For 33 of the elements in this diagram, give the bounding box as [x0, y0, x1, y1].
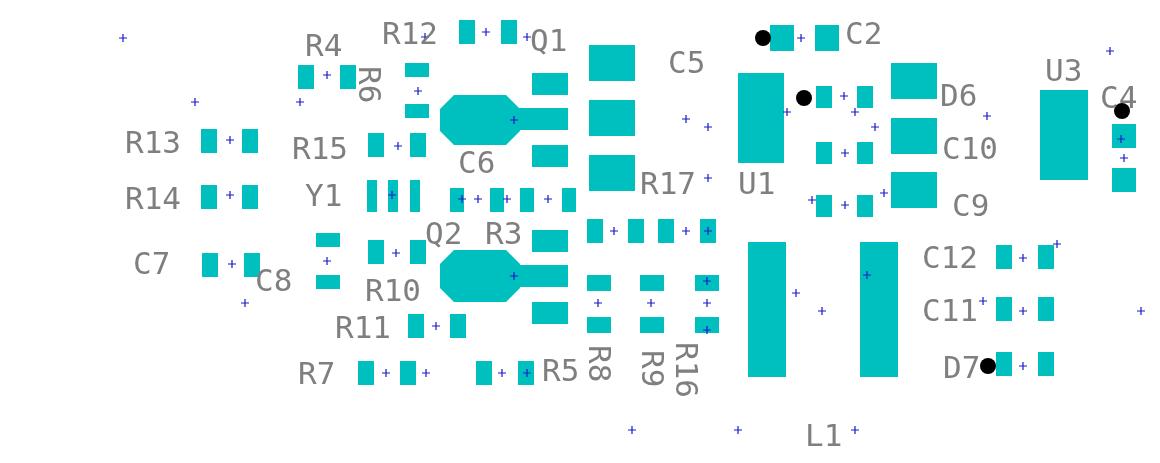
- component-designator: R5: [542, 355, 580, 386]
- component-designator: L1: [805, 420, 843, 451]
- component-designator: R17: [640, 168, 696, 199]
- component-designator: U1: [738, 168, 776, 199]
- component-designator: R11: [335, 312, 391, 343]
- component-designator: R10: [365, 275, 421, 306]
- component-designator: C7: [133, 248, 171, 279]
- component-designator: D7: [943, 352, 981, 383]
- component-designator: R4: [305, 30, 343, 61]
- component-designator: C10: [942, 133, 998, 164]
- component-designator: Y1: [305, 180, 343, 211]
- component-designator: R13: [125, 127, 181, 158]
- component-designator: R14: [125, 183, 181, 214]
- component-designator: C5: [668, 47, 706, 78]
- component-designator: Q2: [425, 218, 463, 249]
- component-designator: C4: [1100, 82, 1138, 113]
- component-designator: C11: [922, 295, 978, 326]
- component-designator: R3: [485, 218, 523, 249]
- component-designator: C8: [255, 265, 293, 296]
- component-designator: C2: [845, 18, 883, 49]
- component-designator: U3: [1045, 55, 1083, 86]
- component-designator: R15: [292, 133, 348, 164]
- component-designator: D6: [940, 80, 978, 111]
- component-designator: R6: [354, 66, 385, 104]
- component-designator: R8: [584, 345, 615, 383]
- component-designator: C6: [458, 147, 496, 178]
- component-designator: Q1: [530, 25, 568, 56]
- component-designator: R16: [671, 342, 702, 398]
- component-designator: C12: [922, 242, 978, 273]
- component-designator: R12: [382, 18, 438, 49]
- component-designator: C9: [952, 190, 990, 221]
- component-designator: R7: [298, 358, 336, 389]
- component-designator: R9: [637, 350, 668, 388]
